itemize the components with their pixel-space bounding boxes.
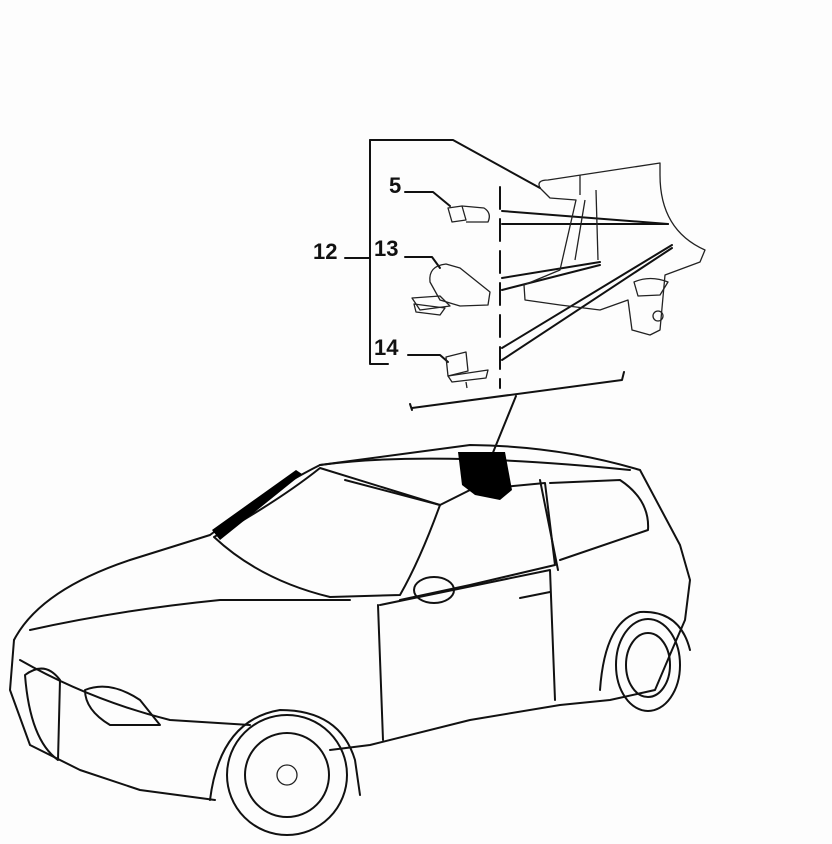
part-14-tab: [445, 351, 489, 389]
callout-5: 5: [389, 173, 402, 198]
pointer-to-car: [409, 371, 625, 456]
callout-12: 12: [313, 239, 338, 264]
callout-13: 13: [374, 236, 399, 261]
car-drawing: [9, 444, 691, 836]
part-5-bolt: [447, 205, 490, 223]
group-bracket: [344, 139, 541, 365]
connection-lines: [501, 210, 673, 361]
pillar-panel: [523, 162, 706, 336]
callout-14: 14: [374, 335, 399, 360]
leader-lines: [404, 191, 451, 363]
part-13-clip: [411, 263, 491, 316]
highlighted-regions: [212, 452, 512, 540]
